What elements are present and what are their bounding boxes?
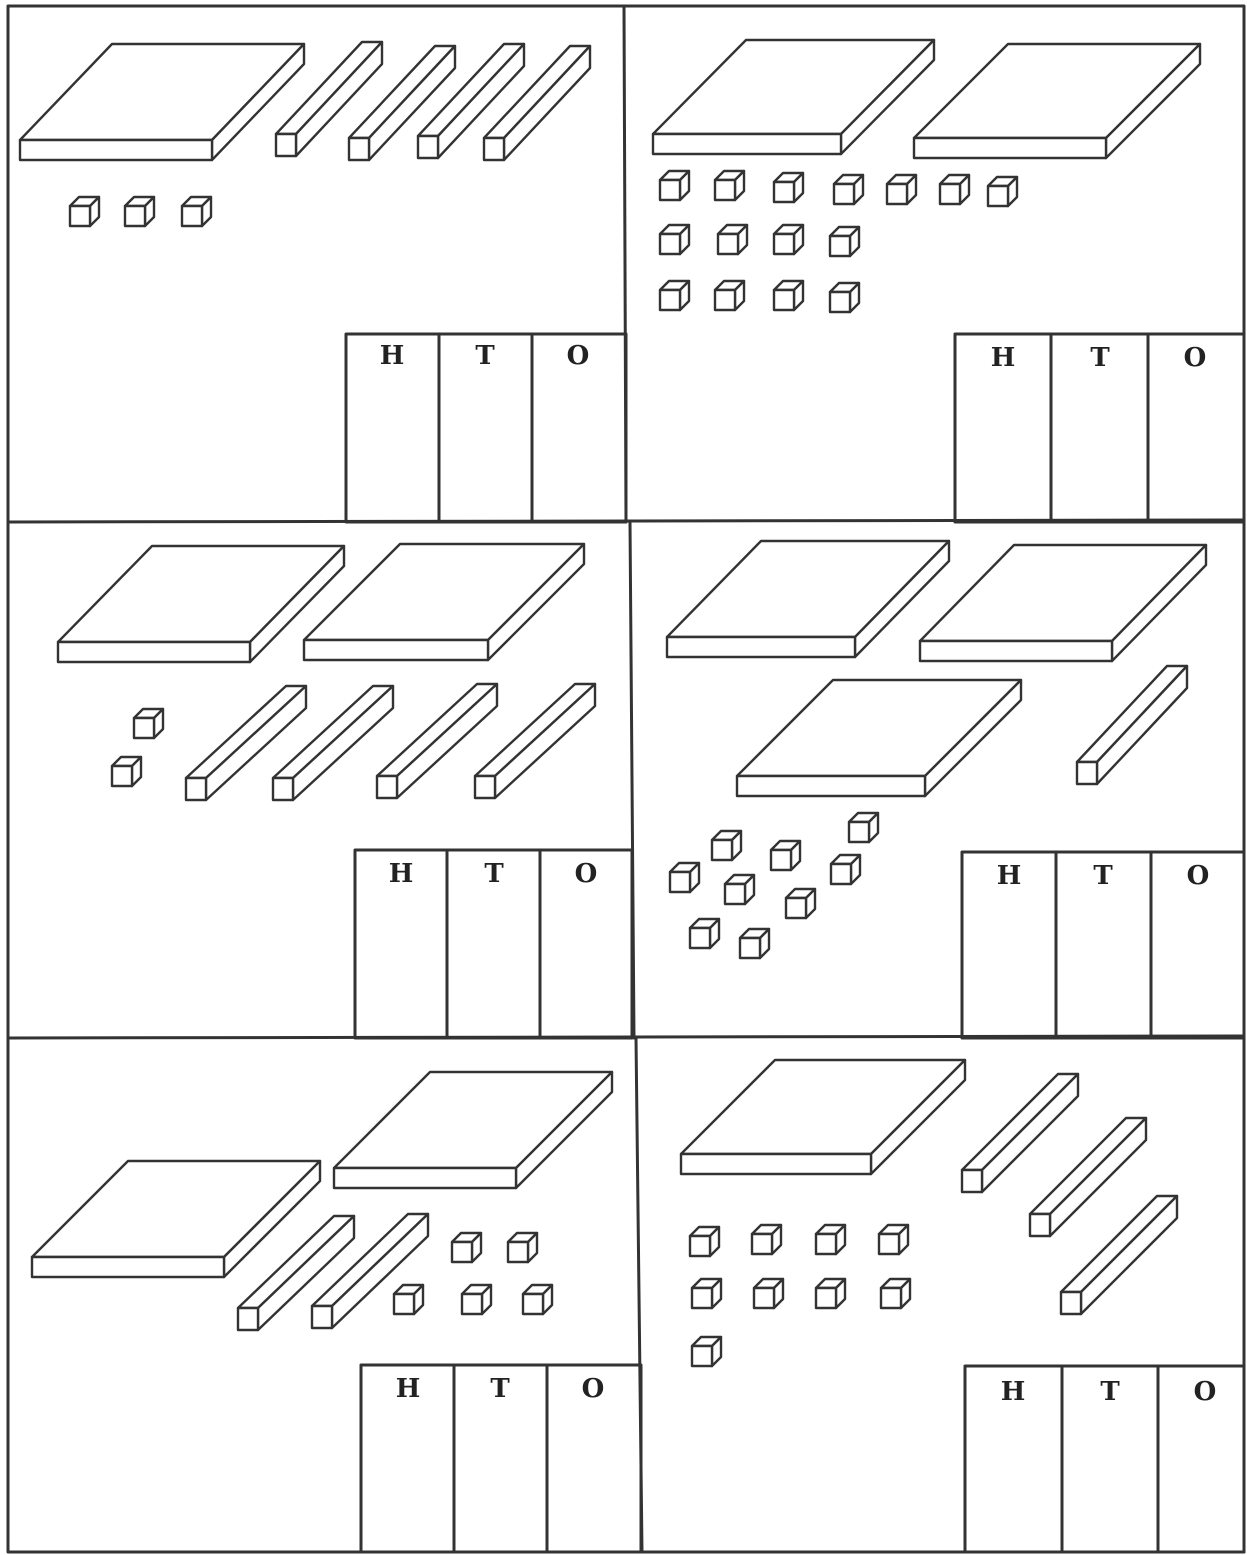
- one-cube: [182, 197, 211, 226]
- one-cube: [774, 173, 803, 202]
- hto-header-t: T: [490, 1374, 510, 1404]
- one-cube: [887, 175, 916, 204]
- hto-table: H T O: [955, 334, 1244, 522]
- hundred-flat: [653, 40, 934, 154]
- hundred-flat: [32, 1161, 320, 1277]
- one-cube: [523, 1285, 552, 1314]
- hto-header-t: T: [1100, 1377, 1120, 1407]
- one-cube: [988, 177, 1017, 206]
- one-cube: [692, 1337, 721, 1366]
- hundred-flat: [58, 546, 344, 662]
- ten-rod: [1030, 1118, 1146, 1236]
- hundred-flat: [914, 44, 1200, 158]
- one-cube: [774, 281, 803, 310]
- one-cube: [715, 281, 744, 310]
- hto-table: H T O: [965, 1366, 1244, 1552]
- hto-header-h: H: [997, 861, 1022, 891]
- one-cube: [830, 227, 859, 256]
- one-cube: [660, 281, 689, 310]
- one-cube: [816, 1279, 845, 1308]
- one-cube: [774, 225, 803, 254]
- one-cube: [834, 175, 863, 204]
- ten-rod: [1077, 666, 1187, 784]
- one-cube: [134, 709, 163, 738]
- hto-header-o: O: [1194, 1377, 1217, 1407]
- one-cube: [879, 1225, 908, 1254]
- hto-header-t: T: [1093, 861, 1113, 891]
- hundred-flat: [334, 1072, 612, 1188]
- one-cube: [690, 1227, 719, 1256]
- one-cube: [725, 875, 754, 904]
- hto-header-o: O: [1187, 861, 1210, 891]
- hto-header-o: O: [1184, 343, 1207, 373]
- hto-table: H T O: [346, 334, 626, 522]
- one-cube: [125, 197, 154, 226]
- hundred-flat: [304, 544, 584, 660]
- one-cube: [508, 1233, 537, 1262]
- one-cube: [881, 1279, 910, 1308]
- one-cube: [771, 841, 800, 870]
- hto-header-o: O: [567, 341, 590, 371]
- one-cube: [786, 889, 815, 918]
- one-cube: [112, 757, 141, 786]
- one-cube: [849, 813, 878, 842]
- hto-table: H T O: [361, 1365, 641, 1552]
- hto-table: H T O: [962, 852, 1244, 1038]
- hundred-flat: [681, 1060, 965, 1174]
- hto-header-o: O: [582, 1374, 605, 1404]
- one-cube: [452, 1233, 481, 1262]
- hto-header-t: T: [1090, 343, 1110, 373]
- hto-header-h: H: [1001, 1377, 1026, 1407]
- one-cube: [940, 175, 969, 204]
- ten-rod: [1061, 1196, 1177, 1314]
- one-cube: [462, 1285, 491, 1314]
- one-cube: [394, 1285, 423, 1314]
- one-cube: [715, 171, 744, 200]
- hto-header-h: H: [396, 1374, 421, 1404]
- hundred-flat: [737, 680, 1021, 796]
- one-cube: [816, 1225, 845, 1254]
- one-cube: [70, 197, 99, 226]
- hto-header-h: H: [991, 343, 1016, 373]
- hto-header-t: T: [475, 341, 495, 371]
- hto-header-t: T: [484, 859, 504, 889]
- base-ten-blocks: [20, 40, 1206, 1366]
- hto-header-h: H: [389, 859, 414, 889]
- one-cube: [660, 171, 689, 200]
- hto-table: H T O: [355, 850, 632, 1038]
- hundred-flat: [667, 541, 949, 657]
- one-cube: [752, 1225, 781, 1254]
- hundred-flat: [920, 545, 1206, 661]
- hto-header-h: H: [380, 341, 405, 371]
- one-cube: [712, 831, 741, 860]
- ten-rod: [962, 1074, 1078, 1192]
- hto-header-o: O: [575, 859, 598, 889]
- one-cube: [754, 1279, 783, 1308]
- one-cube: [692, 1279, 721, 1308]
- one-cube: [718, 225, 747, 254]
- one-cube: [690, 919, 719, 948]
- one-cube: [660, 225, 689, 254]
- hundred-flat: [20, 44, 304, 160]
- one-cube: [740, 929, 769, 958]
- one-cube: [830, 283, 859, 312]
- one-cube: [831, 855, 860, 884]
- one-cube: [670, 863, 699, 892]
